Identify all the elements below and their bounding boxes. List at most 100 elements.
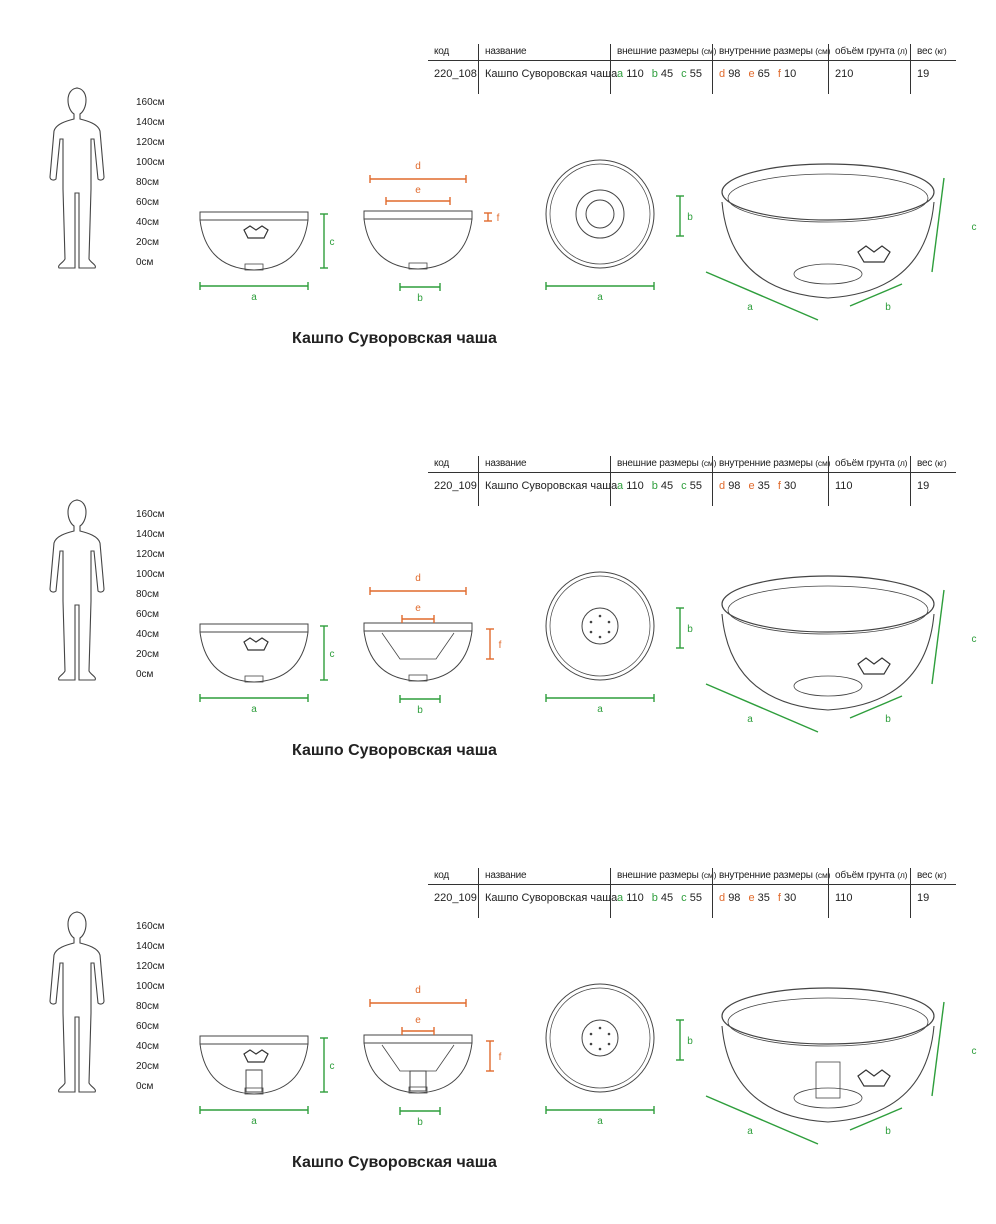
dim-c-label: c [972,634,977,645]
bowl-outline [363,630,473,682]
ornament-icon [857,657,891,675]
outer-circle [545,159,655,269]
ruler-label: 100см [136,157,165,168]
planter-front-view: ca [199,1035,335,1127]
ruler-label: 20см [136,1061,159,1072]
drain-hole [607,620,611,624]
base-ellipse [793,675,863,697]
dim-b-line [849,695,903,719]
soil-header: объём грунта (л) [835,46,908,57]
inner-circle [575,189,625,239]
ruler-label: 100см [136,981,165,992]
planter-perspective-view: a b c [705,575,977,733]
bowl-outline [199,631,309,683]
dim-b-label: b [687,624,693,635]
dim-d-label: d [415,161,421,172]
code-header: код [434,46,450,57]
dim-a-label: a [747,714,753,725]
person-silhouette-icon [49,499,105,681]
dim-d-label: d [415,573,421,584]
rim [363,1034,473,1044]
support-column [815,1061,841,1099]
rim-ellipse [721,987,935,1045]
name-value: Кашпо Суворовская чаша [485,892,618,904]
inner-dims-header: внутренние размеры (см) [719,458,831,469]
inner-liner [381,1044,455,1072]
dim-a-label: a [747,1126,753,1137]
ruler-label: 160см [136,97,165,108]
outer-dims-header: внешние размеры (см) [617,458,717,469]
code-value: 220_109 [434,480,477,492]
dim-e-label: e [415,1015,421,1026]
bowl-body [721,1025,935,1123]
name-value: Кашпо Суворовская чаша [485,480,618,492]
planter-front-view: ca [199,623,335,715]
spec-table: код 220_108 название Кашпо Суворовская ч… [428,44,956,94]
product-section: код 220_108 название Кашпо Суворовская ч… [0,0,996,400]
ruler-label: 20см [136,237,159,248]
bowl-outline [363,218,473,270]
dim-d-label: d [415,985,421,996]
dim-b-label: b [885,714,891,725]
dim-a-line [705,683,819,733]
rim [199,623,309,633]
ruler-label: 160см [136,509,165,520]
drain-plate [581,1019,619,1057]
ornament-icon [243,637,269,651]
ruler-label: 120см [136,961,165,972]
support-column [409,1070,427,1092]
product-title: Кашпо Суворовская чаша [292,742,497,759]
soil-value: 110 [835,480,853,492]
drain-hole [589,620,593,624]
base-ellipse [793,1087,863,1109]
rim-ellipse [721,575,935,633]
outer-dims-header: внешние размеры (см) [617,46,717,57]
planter-top-view: ba [545,159,693,303]
dim-a-label: a [597,1116,603,1127]
dim-a-label: a [597,292,603,303]
dim-b-label: b [687,1036,693,1047]
dim-b-label: b [687,212,693,223]
name-column: название Кашпо Суворовская чаша [478,456,617,506]
dim-e-label: e [415,603,421,614]
dim-c-label: c [330,1061,335,1072]
dim-f-label: f [499,1052,502,1063]
dim-a-line [705,271,819,321]
weight-header: вес (кг) [917,870,947,881]
dim-e-label: e [415,185,421,196]
ruler-label: 140см [136,529,165,540]
dim-b-line [849,1107,903,1131]
code-column: код 220_109 [428,868,478,918]
ruler-label: 60см [136,197,159,208]
dim-c-line [931,1001,945,1097]
soil-column: объём грунта (л) 210 [828,44,911,94]
rim [363,210,473,220]
drain-hole [598,614,602,618]
person-silhouette-icon [49,911,105,1093]
ruler-label: 140см [136,117,165,128]
dim-b-label: b [417,705,423,716]
name-column: название Кашпо Суворовская чаша [478,868,617,918]
weight-header: вес (кг) [917,458,947,469]
code-value: 220_109 [434,892,477,904]
support-column [245,1069,263,1093]
planter-top-view: ba [545,571,693,715]
dim-a-label: a [251,1116,257,1127]
ruler-label: 80см [136,1001,159,1012]
spec-table: код 220_109 название Кашпо Суворовская ч… [428,456,956,506]
dim-f-label: f [497,213,500,224]
ruler-label: 40см [136,629,159,640]
outer-circle [545,571,655,681]
base [244,1087,264,1095]
drain-hole [607,1042,611,1046]
weight-column: вес (кг) 19 [910,868,957,918]
soil-value: 110 [835,892,853,904]
planter-front-view: ca [199,211,335,303]
